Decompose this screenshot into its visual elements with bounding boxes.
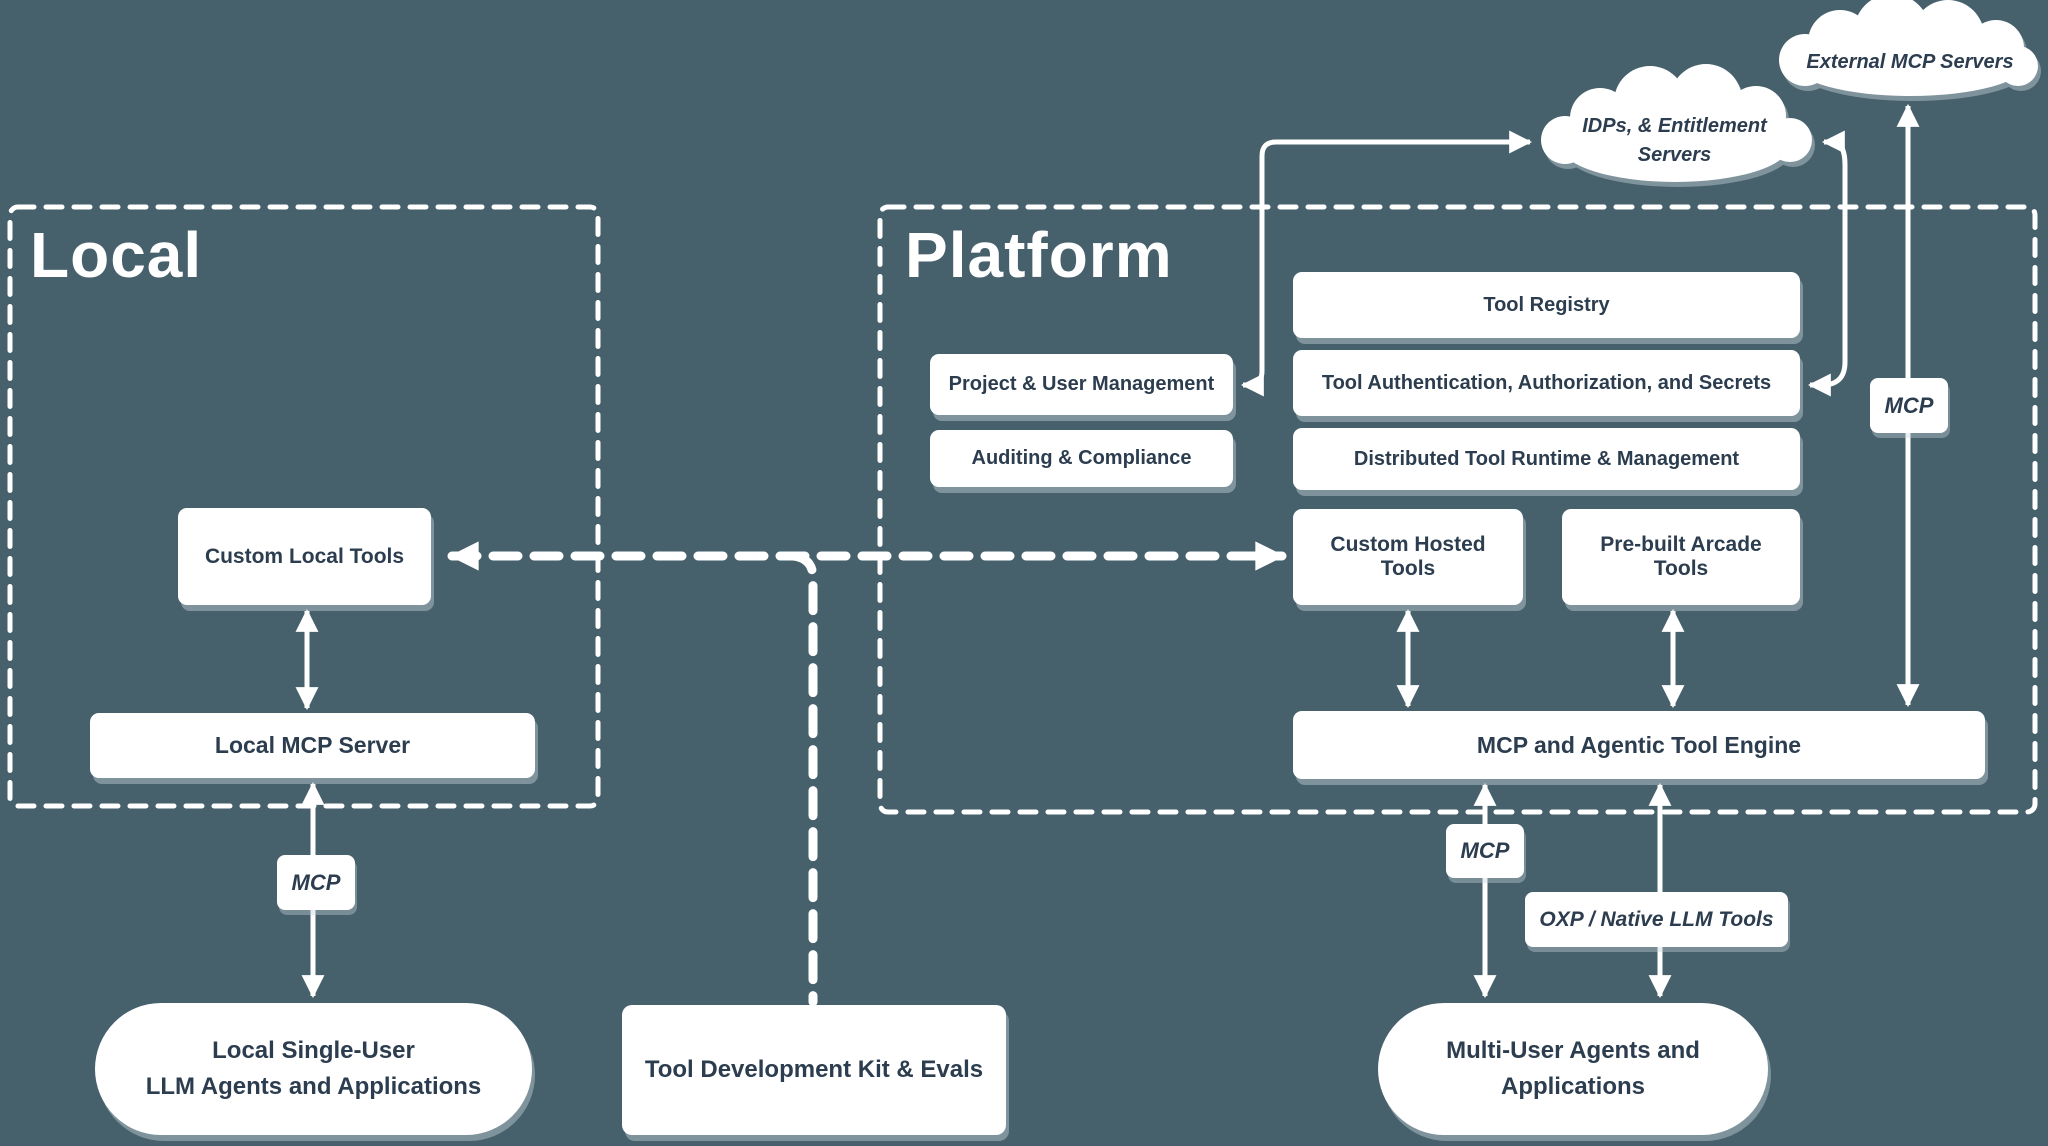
external-mcp-cloud-label: External MCP Servers bbox=[1806, 51, 2014, 73]
mcp-agentic-tool-engine-box: MCP and Agentic Tool Engine bbox=[1293, 711, 1985, 779]
custom-hosted-tools-box: Custom Hosted Tools bbox=[1293, 509, 1523, 605]
prebuilt-arcade-tools-box: Pre-built Arcade Tools bbox=[1562, 509, 1800, 605]
multi-user-agents-line1: Multi-User Agents and bbox=[1446, 1037, 1700, 1064]
multi-user-agents-pill: Multi-User Agents and Applications bbox=[1378, 1003, 1768, 1135]
custom-local-tools-box: Custom Local Tools bbox=[178, 508, 431, 605]
mcp-badge-external: MCP bbox=[1870, 378, 1948, 433]
idp-cloud-label-line1: IDPs, & Entitlement bbox=[1582, 115, 1767, 137]
mcp-badge-local: MCP bbox=[277, 855, 355, 910]
tool-auth-box: Tool Authentication, Authorization, and … bbox=[1293, 350, 1800, 416]
dashed-branch-to-tool-dev-kit bbox=[788, 551, 818, 1007]
idp-cloud-label: IDPs, & Entitlement Servers bbox=[1562, 112, 1787, 170]
idp-cloud bbox=[1541, 64, 1812, 182]
mcp-badge-platform: MCP bbox=[1446, 824, 1524, 878]
distributed-runtime-box: Distributed Tool Runtime & Management bbox=[1293, 428, 1800, 490]
tool-dev-kit-box: Tool Development Kit & Evals bbox=[622, 1005, 1006, 1135]
external-mcp-cloud bbox=[1779, 0, 2038, 96]
project-user-mgmt-box: Project & User Management bbox=[930, 354, 1233, 415]
oxp-badge: OXP / Native LLM Tools bbox=[1525, 892, 1788, 947]
arrow-project-mgmt-to-idp-cloud bbox=[1240, 130, 1533, 397]
local-section-title: Local bbox=[30, 219, 203, 291]
idp-cloud-label-line2: Servers bbox=[1637, 144, 1712, 166]
local-agents-pill: Local Single-User LLM Agents and Applica… bbox=[95, 1003, 532, 1135]
local-agents-line1: Local Single-User bbox=[212, 1037, 415, 1064]
local-mcp-server-box: Local MCP Server bbox=[90, 713, 535, 778]
multi-user-agents-line2: Applications bbox=[1500, 1073, 1645, 1100]
platform-section-title: Platform bbox=[905, 219, 1173, 291]
arrow-tool-auth-to-idp-cloud bbox=[1807, 130, 1848, 397]
local-agents-line2: LLM Agents and Applications bbox=[145, 1073, 482, 1100]
auditing-compliance-box: Auditing & Compliance bbox=[930, 430, 1233, 487]
tool-registry-box: Tool Registry bbox=[1293, 272, 1800, 338]
